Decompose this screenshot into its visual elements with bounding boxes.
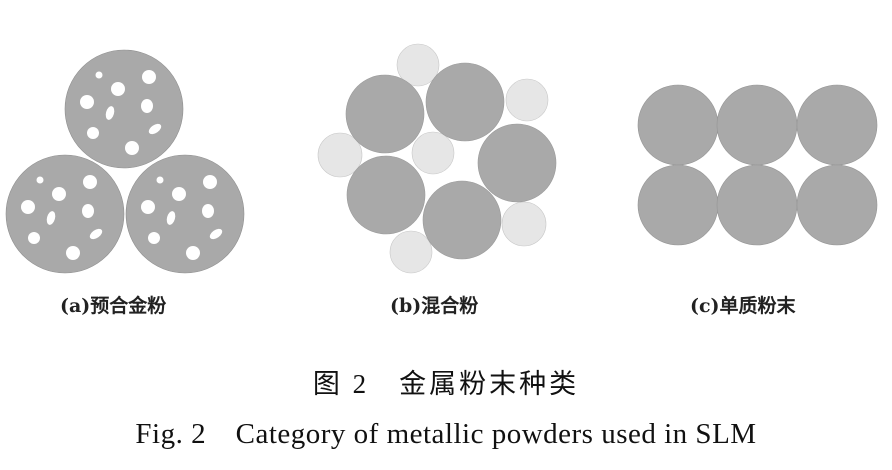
figure-caption-english: Fig. 2 Category of metallic powders used… <box>135 418 757 450</box>
panel-b-mixed-powder <box>317 43 557 274</box>
panel-a-prealloyed-powder <box>5 49 245 274</box>
figure-caption-chinese: 图 2 金属粉末种类 <box>312 369 580 399</box>
panel-c-label: (c)单质粉末 <box>690 295 796 317</box>
panel-c-elemental-powder <box>637 84 878 246</box>
panel-b-label: (b)混合粉 <box>390 295 479 317</box>
panel-a-label: (a)预合金粉 <box>60 295 167 317</box>
